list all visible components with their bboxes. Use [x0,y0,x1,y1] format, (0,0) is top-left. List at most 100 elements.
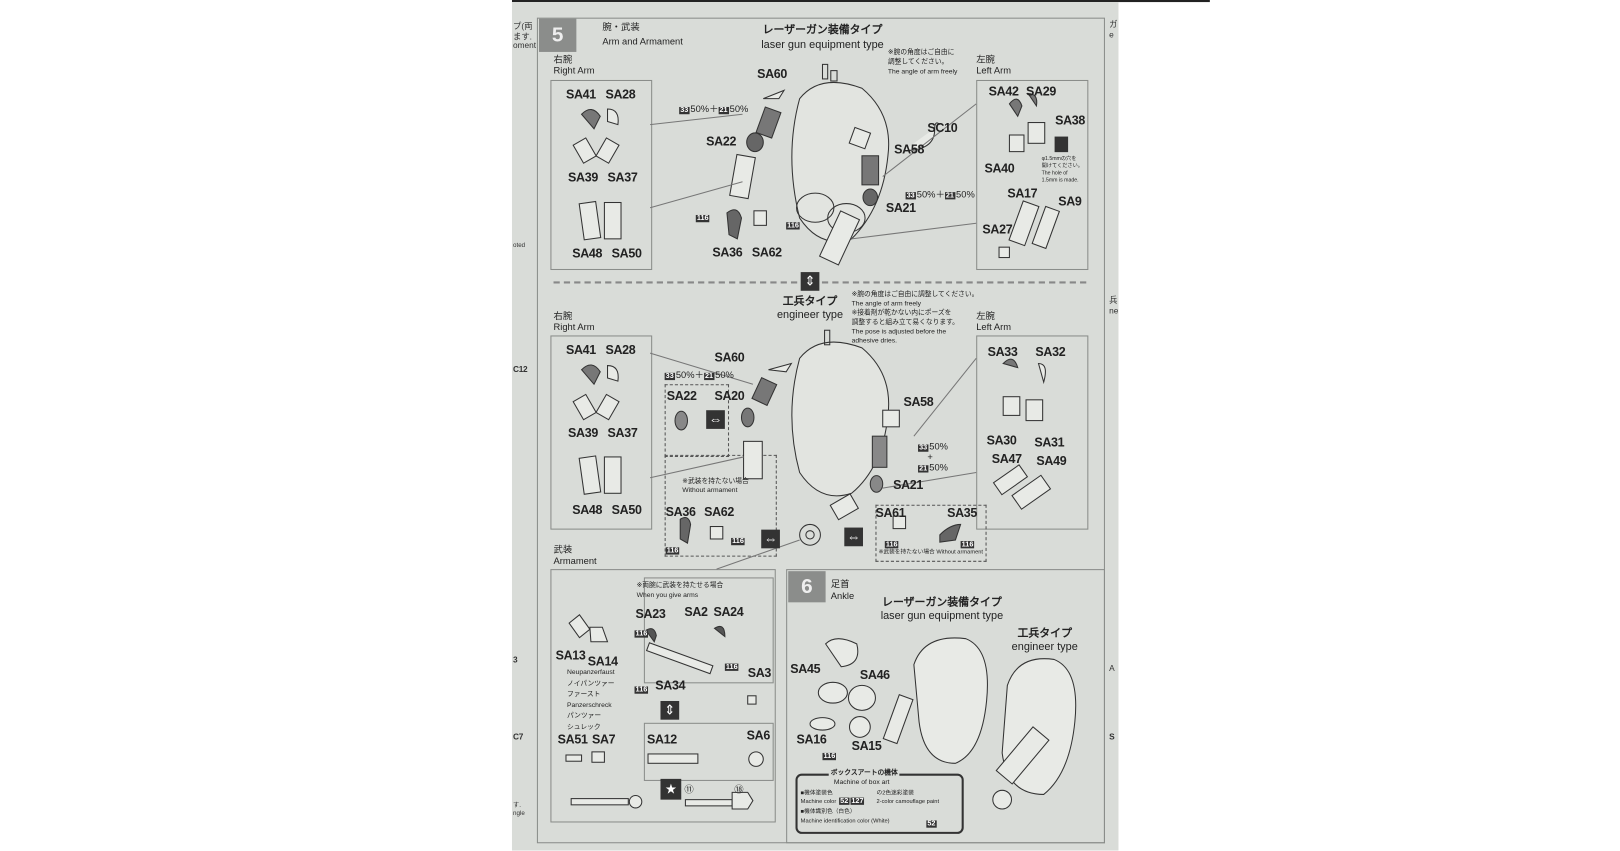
part-label: SA12 [646,732,677,747]
paint-code: 116 [634,630,649,638]
note: When you give arms [636,591,699,600]
part-label: SA51 [557,732,588,747]
legend-title-jp: ボックスアートの機体 [828,769,900,778]
paint-code: 52 [926,820,937,828]
type-title-en: engineer type [1011,640,1078,654]
part-label: SA21 [885,200,916,215]
paint-code: 21 [944,192,956,200]
type-title-jp: レーザーガン装備タイプ [882,596,1002,609]
robot-body-engineer [791,329,890,546]
paint-code: 33 [918,444,929,452]
mix-percent: 50% [956,189,975,200]
part-label: SA40 [984,160,1015,176]
edge-text: ます. [513,32,532,42]
weapon-name: Panzerschreck [567,702,612,710]
mix-percent: 50% [929,462,948,473]
without-armament-box [664,454,777,557]
right-arm-en: Right Arm [553,65,595,76]
step-title-en: Ankle [830,590,855,602]
step-title-jp: 腕・武装 [602,21,640,33]
part-label: SA49 [1036,453,1067,469]
arms-alt-box [643,722,774,781]
type-title-en: laser gun equipment type [880,609,1004,623]
weapon-name: Neupanzerfaust [567,668,615,677]
left-arm-jp: 左腕 [976,310,995,321]
part-label: SA22 [666,388,697,403]
edge-text: す. [513,802,521,809]
part-label: SA14 [587,654,618,669]
edge-text: oment [513,40,537,50]
paint-code: 116 [724,663,739,671]
part-label: SA47 [991,451,1022,467]
part-label: SA28 [605,87,636,102]
part-label: SA15 [851,738,882,753]
step-title-en: Arm and Armament [602,36,683,47]
legend-camo-en: 2-color camouflage paint [876,798,940,805]
part-label: SA48 [572,502,603,518]
paint-code: 116 [665,547,680,555]
part-label: SA50 [611,502,642,518]
paint-code: 116 [731,537,745,546]
left-arm-box [976,335,1089,530]
right-arm-jp: 右腕 [553,310,573,321]
paint-code: 33 [664,372,675,381]
scan-edge-line [511,0,1210,3]
step-title-jp: 足首 [830,578,850,589]
part-label: SA17 [1007,185,1038,201]
part-label: SA58 [903,394,934,410]
step-number: 5 [538,18,577,52]
option-box [664,384,730,457]
right-arm-en: Right Arm [553,321,595,333]
right-arm-box [550,79,653,271]
weapon-name: パンツァー [567,712,602,720]
paint-code: 116 [695,214,710,223]
part-label: SA39 [568,170,598,185]
edge-text: プ(両 [513,21,533,32]
part-label: SA24 [713,604,744,619]
part-label: SA3 [747,665,772,681]
part-label: SA28 [605,342,636,358]
part-label: SA34 [655,678,686,693]
weapon-name: シュレック [567,723,601,732]
part-label: SA2 [684,604,708,619]
edge-text: 兵 [1109,295,1118,306]
edge-text: e [1109,30,1114,40]
hole-note: The hole of [1041,170,1068,177]
color-ref: ⑪ [684,784,694,795]
note: adhesive dries. [851,337,897,345]
left-arm-en: Left Arm [976,321,1011,333]
part-label: SA41 [565,342,596,358]
mix-percent: 50%＋ [675,369,704,381]
mix-percent: 50% [729,103,749,115]
armament-jp: 武装 [553,544,573,555]
mix-percent: 50%＋ [916,189,945,200]
without-armament-jp: ※武装を持たない場合 [682,477,749,485]
edge-text: ne [1109,306,1119,316]
left-arm-box [976,79,1089,271]
part-label: SA39 [568,425,598,441]
edge-text: 3 [513,655,518,665]
paint-code: 33 [905,192,916,200]
type-title-jp: 工兵タイプ [782,294,838,308]
weapon-name: ノイパンツァー [567,680,615,688]
hole-note: 開けてください。 [1041,163,1084,170]
edge-text: oted [513,243,526,250]
part-label: SA21 [893,477,924,493]
part-label: SA46 [859,667,890,683]
leader-lines [649,103,977,570]
part-label: SA13 [555,648,586,663]
step-number: 6 [788,571,826,603]
type-title-en: engineer type [776,308,844,321]
part-label: SA7 [591,732,616,747]
part-label: SA62 [751,245,782,260]
part-label: SA30 [986,433,1017,448]
swap-arrow-icon: ⇕ [660,700,680,720]
edge-text: A [1109,663,1115,673]
type-title-jp: レーザーガン装備タイプ [762,23,883,37]
part-label: SA9 [1058,194,1082,209]
